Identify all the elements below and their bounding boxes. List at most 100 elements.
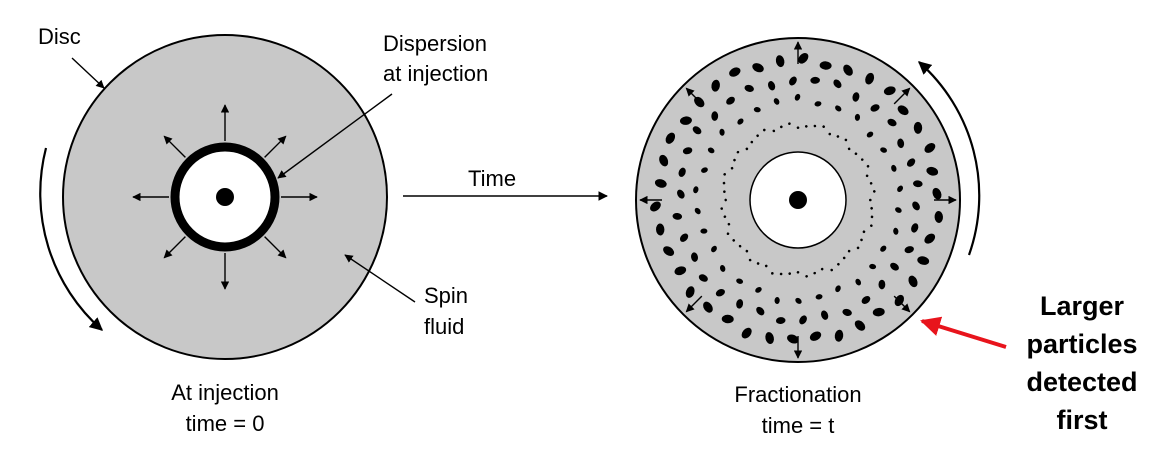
particle xyxy=(753,107,761,113)
particle xyxy=(798,52,809,64)
particle xyxy=(719,128,725,136)
particle xyxy=(771,272,774,275)
particle xyxy=(854,113,861,121)
particle xyxy=(795,297,802,304)
particle xyxy=(897,185,904,193)
right-center-dot xyxy=(789,191,807,209)
particle xyxy=(805,275,808,278)
particle xyxy=(745,249,749,253)
particle xyxy=(842,256,846,260)
particle xyxy=(772,129,776,133)
particle xyxy=(656,223,665,236)
particle xyxy=(870,104,880,112)
particle xyxy=(870,224,873,227)
particle xyxy=(730,166,734,170)
particle-bands xyxy=(650,52,943,344)
particle xyxy=(723,215,727,218)
particle xyxy=(707,147,715,154)
particle xyxy=(934,210,943,223)
outward-arrows xyxy=(639,41,957,359)
particle xyxy=(917,256,930,265)
particle xyxy=(924,142,936,153)
particle xyxy=(775,317,786,324)
particle xyxy=(767,81,776,91)
left-rotation-arrow xyxy=(39,147,103,331)
left-disc-group xyxy=(62,34,388,360)
particle xyxy=(723,173,726,176)
note-line4: first xyxy=(1056,405,1107,435)
left-caption-line1: At injection xyxy=(171,380,279,405)
particle xyxy=(727,222,731,226)
particle xyxy=(870,206,873,210)
particle xyxy=(762,128,766,132)
particle xyxy=(775,55,785,68)
dispersion-arrow xyxy=(163,135,186,158)
particle xyxy=(719,265,726,272)
particle xyxy=(703,301,713,313)
spin-leader xyxy=(344,254,416,303)
particle xyxy=(764,264,768,268)
particle xyxy=(779,272,783,276)
particle xyxy=(847,249,851,253)
note-line2: particles xyxy=(1026,329,1137,359)
particle xyxy=(679,233,689,242)
dispersion-label-line2: at injection xyxy=(383,61,488,86)
particle xyxy=(893,227,899,235)
particle xyxy=(924,233,936,244)
particle xyxy=(732,239,736,242)
particle xyxy=(733,158,736,162)
particle xyxy=(861,296,871,304)
particle xyxy=(752,63,764,73)
particle xyxy=(855,278,862,286)
particle xyxy=(878,279,886,290)
particle xyxy=(822,125,825,128)
particle xyxy=(794,93,801,101)
particle xyxy=(911,223,919,233)
particle xyxy=(932,187,942,200)
particle xyxy=(873,190,876,193)
note-line3: detected xyxy=(1026,367,1137,397)
particle xyxy=(852,92,860,102)
particle xyxy=(722,181,726,185)
particle xyxy=(913,180,923,188)
particle xyxy=(926,166,939,176)
left-center-dot xyxy=(216,188,234,206)
particle xyxy=(674,266,687,276)
particle xyxy=(835,105,842,112)
particle xyxy=(694,207,701,215)
particle xyxy=(908,275,918,288)
particle xyxy=(678,167,686,177)
dispersion-arrow xyxy=(264,135,287,158)
particle xyxy=(880,147,887,153)
particle xyxy=(720,207,723,210)
particle xyxy=(736,299,744,309)
disc-leader xyxy=(71,57,105,89)
particle xyxy=(748,258,752,262)
particle xyxy=(726,96,735,105)
particle xyxy=(813,271,816,275)
particle xyxy=(894,294,904,307)
particle xyxy=(715,289,725,297)
particle xyxy=(810,76,820,84)
particle xyxy=(844,138,848,142)
particle xyxy=(756,306,765,316)
particle xyxy=(866,164,870,168)
particle xyxy=(780,125,783,129)
particle xyxy=(774,297,780,305)
particle xyxy=(891,164,897,172)
particle xyxy=(815,294,823,300)
particle xyxy=(897,105,909,116)
particle xyxy=(737,118,744,125)
particle xyxy=(663,246,675,256)
particle xyxy=(693,186,699,194)
particle xyxy=(804,125,808,128)
particle xyxy=(890,262,899,271)
particle xyxy=(701,167,708,173)
particle xyxy=(862,230,866,234)
particle xyxy=(869,263,877,270)
particle xyxy=(872,307,885,317)
particle xyxy=(694,96,705,108)
dispersion-arrow xyxy=(264,236,287,259)
particle xyxy=(820,267,824,271)
spin-label-line1: Spin xyxy=(424,283,468,308)
